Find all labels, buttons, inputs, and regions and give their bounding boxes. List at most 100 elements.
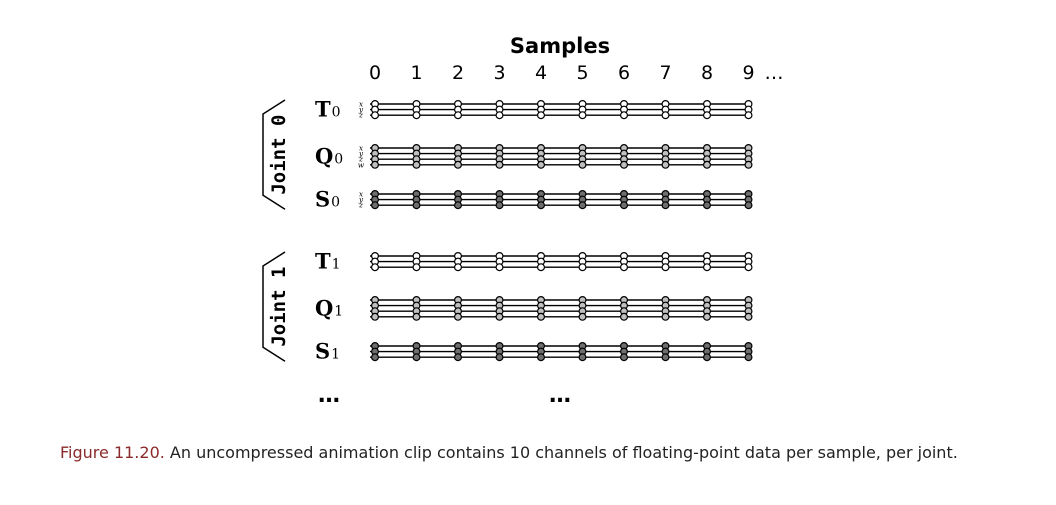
column-ellipsis: … [549,383,571,408]
component-label: y [358,195,364,204]
sample-dot [702,353,711,362]
component-label: y [358,149,364,158]
component-label: z [358,201,363,210]
component-label: z [358,111,363,120]
component-label: w [358,160,365,169]
figure-caption: Figure 11.20. An uncompressed animation … [60,441,1020,465]
sample-dot [495,201,504,210]
sample-dot [619,160,628,169]
sample-number: 8 [701,62,713,84]
sample-number: 7 [659,62,671,84]
sample-dot [744,312,753,321]
channel-label: S1 [315,339,340,364]
sample-dot [412,160,421,169]
sample-dot [661,201,670,210]
sample-dot [578,111,587,120]
sample-dot [702,160,711,169]
ellipsis-layer: …… [318,383,571,408]
sample-dot [371,353,380,362]
sample-dot [454,263,463,272]
channel-group: T1 [315,249,753,274]
channel-group: T0 xyz [315,97,753,122]
sample-dot [661,263,670,272]
sample-dot [619,111,628,120]
channel-label: Q1 [315,295,343,320]
sample-dot [744,263,753,272]
sample-dot [495,353,504,362]
component-label: x [359,100,364,109]
sample-dot [495,160,504,169]
component-label: x [359,144,364,153]
joint-bracket [262,251,286,362]
sample-dot [454,353,463,362]
sample-dot [744,353,753,362]
joint-label: Joint 0 [268,115,290,195]
channel-label: Q0 [315,143,343,168]
sample-dot [702,201,711,210]
header-layer: Samples [510,34,610,58]
sample-dot [744,160,753,169]
sample-dot [536,111,545,120]
sample-dot [412,263,421,272]
sample-dot [536,312,545,321]
sample-number: 6 [618,62,630,84]
channel-group: Q1 [315,295,753,321]
sample-dot [702,111,711,120]
joint-bracket [262,99,286,210]
sample-dot [495,263,504,272]
sample-dot [661,353,670,362]
row-ellipsis: … [318,383,340,408]
sample-dot [744,201,753,210]
sample-number: 3 [493,62,505,84]
sample-dot [619,312,628,321]
sample-number: 2 [452,62,464,84]
sample-dot [454,111,463,120]
component-label: y [358,105,364,114]
sample-dot [578,312,587,321]
component-label: z [358,155,363,164]
sample-ellipsis: … [765,62,784,84]
sample-dot [454,201,463,210]
channel-label: T0 [315,97,341,122]
sample-dot [536,201,545,210]
sample-dot [619,201,628,210]
sample-dot [702,263,711,272]
component-label: x [359,190,364,199]
channel-group: S0 xyz [315,187,753,212]
sample-dot [536,353,545,362]
sample-dot [371,111,380,120]
sample-dot [454,312,463,321]
sample-dot [536,160,545,169]
sample-number: 0 [369,62,381,84]
sample-number: 4 [535,62,547,84]
caption-text: An uncompressed animation clip contains … [169,443,958,462]
sample-dot [412,353,421,362]
sample-dot [495,111,504,120]
sample-dot [371,263,380,272]
sample-number: 9 [742,62,754,84]
sample-dot [371,201,380,210]
sample-dot [412,312,421,321]
sample-dot [702,312,711,321]
joint-label: Joint 1 [268,267,290,347]
sample-dot [619,263,628,272]
sample-dot [578,160,587,169]
samples-title: Samples [510,34,610,58]
sample-dot [371,160,380,169]
channel-label: S0 [315,187,340,212]
sample-dot [744,111,753,120]
sample-dot [578,201,587,210]
sample-dot [371,312,380,321]
sample-dot [578,263,587,272]
sample-dot [495,312,504,321]
sample-dot [578,353,587,362]
caption-label: Figure 11.20. [60,443,165,462]
sample-dot [619,353,628,362]
sample-dot [536,263,545,272]
